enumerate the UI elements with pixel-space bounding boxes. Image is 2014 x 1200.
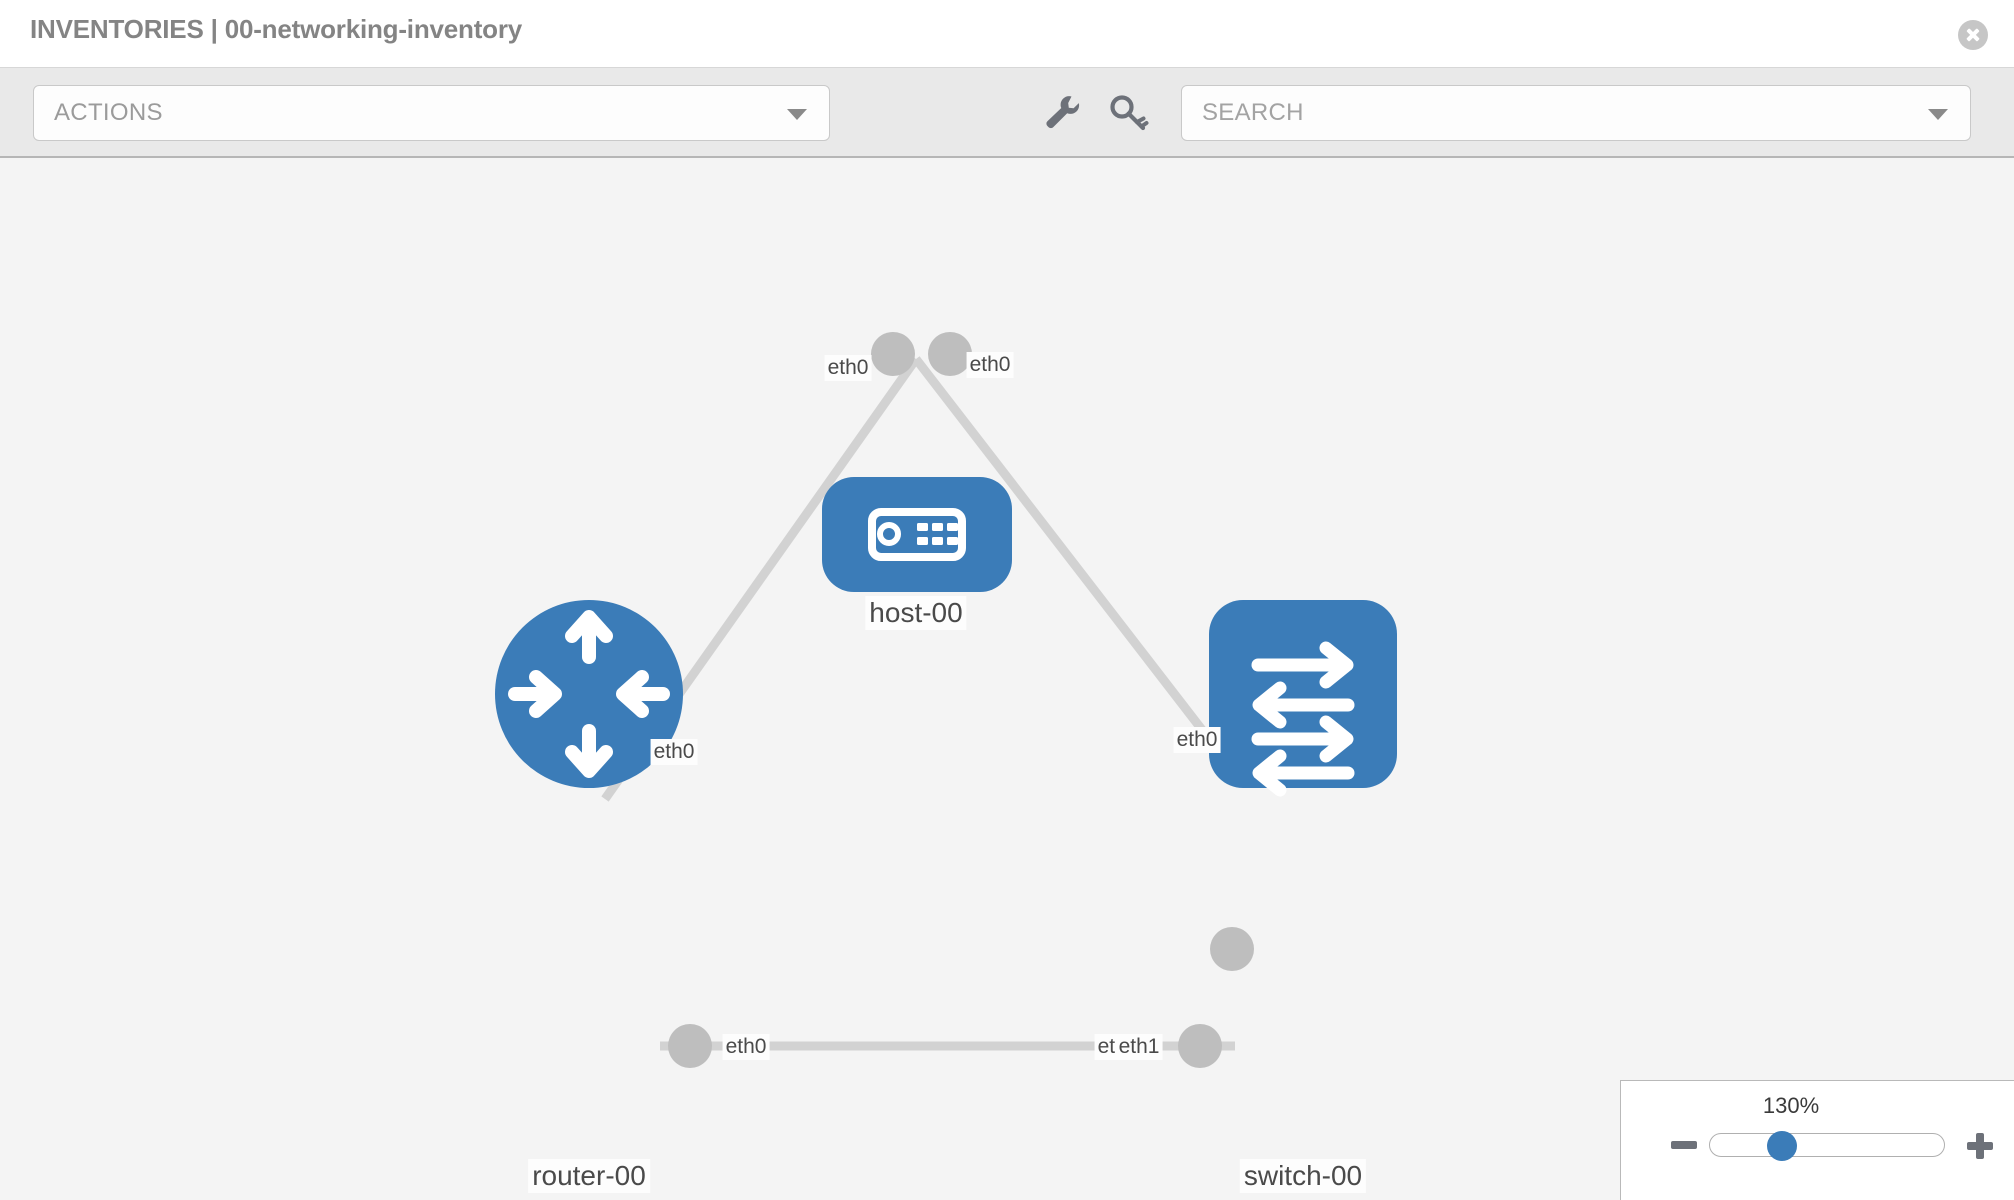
zoom-percent-label: 130%	[1762, 1093, 1820, 1118]
host-device-icon	[868, 508, 966, 561]
connector-switch-left	[1178, 1024, 1222, 1068]
node-label-switch: switch-00	[1239, 1159, 1367, 1193]
topology-links	[601, 356, 1244, 1051]
node-switch-00	[1209, 600, 1397, 797]
iface-label: eth0	[722, 1034, 770, 1060]
toolbar: ACTIONS SEARCH	[0, 68, 2014, 158]
connector-router-right	[668, 1024, 712, 1068]
actions-dropdown-label: ACTIONS	[54, 99, 163, 126]
topology-connectors	[668, 332, 1254, 1068]
topology-canvas[interactable]: eth0 eth0 eth0 eth0 eth0 eth0 eth1 host-…	[0, 159, 2014, 1200]
zoom-slider-thumb[interactable]	[1767, 1131, 1797, 1161]
connector-host-left	[871, 332, 915, 376]
zoom-in-button[interactable]	[1967, 1133, 1993, 1159]
iface-label: eth0	[824, 355, 872, 381]
node-router-00	[495, 600, 683, 788]
node-host-00	[822, 477, 1012, 592]
chevron-down-icon	[1928, 109, 1948, 120]
switch-arrows-icon	[1251, 641, 1355, 797]
topology-graph	[495, 332, 1397, 1068]
zoom-slider-track[interactable]	[1709, 1133, 1945, 1157]
page-title: INVENTORIES | 00-networking-inventory	[30, 14, 523, 44]
chevron-down-icon	[787, 109, 807, 120]
iface-label: eth0	[650, 739, 698, 765]
iface-label: eth0	[1173, 727, 1221, 753]
actions-dropdown[interactable]: ACTIONS	[33, 85, 830, 141]
page-header: INVENTORIES | 00-networking-inventory	[0, 0, 2014, 68]
key-icon[interactable]	[1105, 90, 1151, 136]
iface-label: eth0	[966, 352, 1014, 378]
node-label-host: host-00	[865, 596, 967, 630]
connector-host-right	[928, 332, 972, 376]
zoom-out-button[interactable]	[1671, 1141, 1697, 1149]
search-placeholder: SEARCH	[1202, 99, 1304, 126]
iface-label: eth1	[1115, 1034, 1163, 1060]
wrench-icon[interactable]	[1038, 90, 1084, 136]
link-host-switch	[912, 356, 1244, 782]
router-arrows-icon	[508, 610, 670, 778]
zoom-control-panel: 130%	[1620, 1080, 2014, 1200]
node-label-router: router-00	[528, 1159, 650, 1193]
connector-switch-top	[1210, 927, 1254, 971]
close-icon[interactable]	[1958, 20, 1988, 50]
search-input[interactable]: SEARCH	[1181, 85, 1971, 141]
